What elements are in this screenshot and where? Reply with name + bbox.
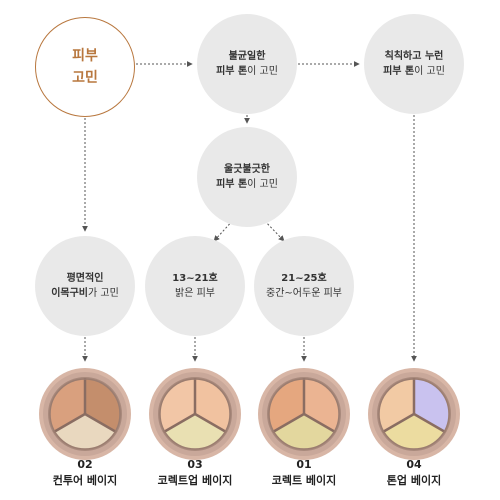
node-range-light: 13~21호 밝은 피부: [145, 236, 245, 336]
root-label-1: 피부: [72, 48, 98, 64]
node-red-rest: 이 고민: [247, 179, 278, 190]
product-number: 03: [187, 458, 203, 471]
root-label-2: 고민: [72, 70, 98, 86]
node-range-dark-line1: 21~25호: [281, 273, 327, 284]
node-uneven-rest: 이 고민: [247, 66, 278, 77]
node-range-light-line1: 13~21호: [172, 273, 218, 284]
node-flat-bold: 이목구비: [51, 288, 89, 299]
compact-divider-3: [272, 412, 305, 434]
product-label-01: 01 코렉트 베이지: [244, 457, 364, 489]
compact-01-swatch: [258, 368, 350, 460]
compact-02-swatch: [39, 368, 131, 460]
compact-divider-2: [303, 412, 336, 434]
node-range-dark-line2: 중간~어두운 피부: [266, 288, 342, 299]
product-label-04: 04 톤업 베이지: [354, 457, 474, 489]
node-range-light-line2: 밝은 피부: [175, 288, 215, 299]
node-dull-rest: 이 고민: [414, 66, 445, 77]
product-label-02: 02 컨투어 베이지: [25, 457, 145, 489]
node-red-bold: 피부 톤: [216, 179, 248, 190]
compact-pan-edge: [159, 378, 231, 450]
compact-divider-3: [382, 412, 415, 434]
compact-pan-edge: [49, 378, 121, 450]
node-uneven-tone: 불균일한 피부 톤이 고민: [197, 14, 297, 114]
product-name: 톤업 베이지: [386, 474, 442, 487]
compact-04-swatch: [368, 368, 460, 460]
node-red-tone: 울긋불긋한 피부 톤이 고민: [197, 127, 297, 227]
node-range-dark: 21~25호 중간~어두운 피부: [254, 236, 354, 336]
product-number: 01: [296, 458, 312, 471]
compact-pan-edge: [268, 378, 340, 450]
product-number: 04: [406, 458, 422, 471]
node-dull-tone: 칙칙하고 누런 피부 톤이 고민: [364, 14, 464, 114]
compact-divider-2: [194, 412, 227, 434]
compact-divider-3: [163, 412, 196, 434]
product-label-03: 03 코렉트업 베이지: [135, 457, 255, 489]
node-dull-bold: 피부 톤: [383, 66, 415, 77]
node-flat-rest: 가 고민: [88, 288, 119, 299]
compact-03-swatch: [149, 368, 241, 460]
compact-divider-2: [413, 412, 446, 434]
node-flat-line1: 평면적인: [66, 273, 104, 284]
node-uneven-line1: 불균일한: [228, 51, 266, 62]
product-name: 코렉트 베이지: [271, 474, 337, 487]
node-flat-features: 평면적인 이목구비가 고민: [35, 236, 135, 336]
compact-divider-2: [84, 412, 117, 434]
node-uneven-bold: 피부 톤: [216, 66, 248, 77]
compact-pan-edge: [378, 378, 450, 450]
product-name: 코렉트업 베이지: [157, 474, 233, 487]
node-red-line1: 울긋불긋한: [224, 164, 270, 175]
node-dull-line1: 칙칙하고 누런: [384, 51, 444, 62]
root-node: 피부 고민: [35, 17, 135, 117]
compact-divider-3: [53, 412, 86, 434]
product-number: 02: [77, 458, 93, 471]
product-name: 컨투어 베이지: [52, 474, 118, 487]
